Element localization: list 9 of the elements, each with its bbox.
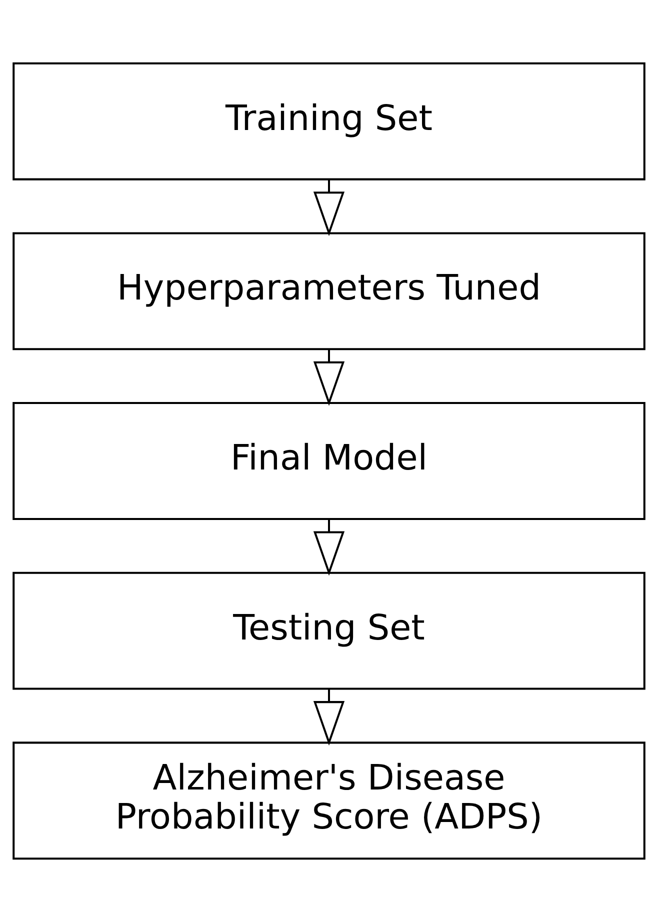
arrow bbox=[313, 689, 345, 746]
arrow bbox=[313, 350, 345, 406]
node-box: Training Set bbox=[12, 62, 646, 180]
node-box: Testing Set bbox=[12, 572, 646, 690]
node-box: Alzheimer's Disease Probability Score (ADPS) bbox=[12, 742, 646, 860]
node-box: Final Model bbox=[12, 402, 646, 520]
arrow bbox=[313, 519, 345, 576]
node-box: Hyperparameters Tuned bbox=[12, 232, 646, 350]
arrow bbox=[313, 180, 345, 236]
